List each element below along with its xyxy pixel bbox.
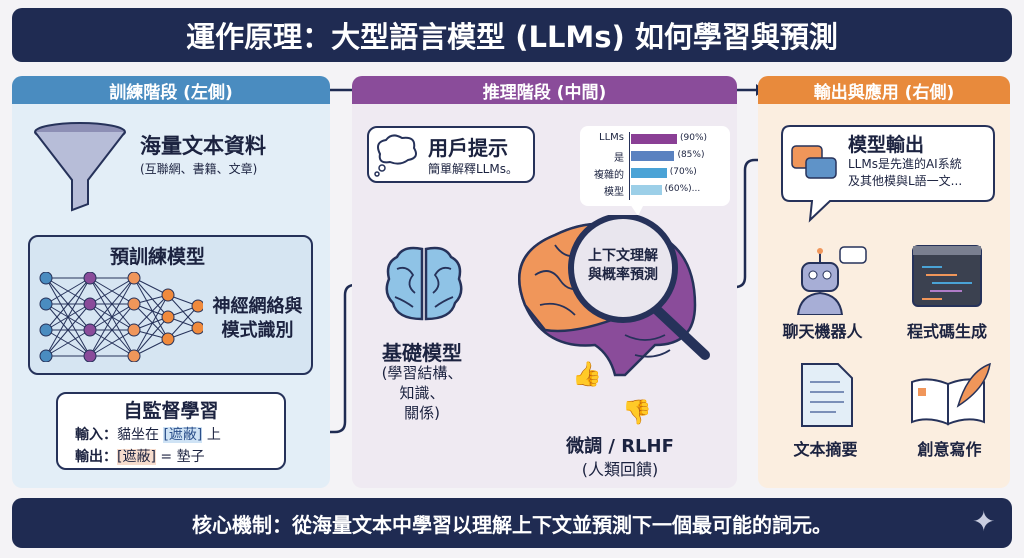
neuron-node <box>83 349 97 362</box>
output-bubble-text: LLMs是先進的AI系統及其他模與L語一文... <box>848 157 963 188</box>
neuron-node <box>83 323 97 337</box>
rlhf-title: 微調 / RLHF <box>566 436 674 457</box>
neural-network-label: 神經網絡與模式識別 <box>212 296 303 341</box>
user-prompt-title: 用戶提示 <box>428 136 508 160</box>
input-tail: 上 <box>206 427 221 443</box>
prediction-token: 是 <box>614 153 624 164</box>
pretrained-model-title: 預訓練模型 <box>110 246 206 268</box>
base-model-title: 基礎模型 <box>382 341 462 365</box>
code-window-icon <box>912 245 982 307</box>
prediction-token: 複雜的 <box>594 170 624 181</box>
book-quill-icon <box>911 362 991 426</box>
brain-magnifier-icon <box>518 215 710 377</box>
neuron-node <box>39 323 53 337</box>
neuron-node <box>191 321 203 335</box>
neuron-node <box>127 323 141 337</box>
prediction-bar <box>631 168 667 178</box>
neuron-node <box>161 310 175 324</box>
data-subtitle: (互聯網、書籍、文章) <box>140 162 258 176</box>
base-model-subtitle: (學習結構、知識、關係) <box>381 364 463 422</box>
input-example: 輸入：貓坐在 [遮蔽] 上 <box>75 424 221 444</box>
self-supervised-title: 自監督學習 <box>123 400 219 422</box>
footer-banner: 核心機制：從海量文本中學習以理解上下文並預測下一個最可能的詞元。 <box>12 498 1012 548</box>
mask-token: [遮蔽] <box>117 449 156 465</box>
prediction-token: 模型 <box>604 187 624 198</box>
pretrained-model-box <box>28 235 313 375</box>
thumbs-down-icon: 👎 <box>622 398 652 426</box>
neuron-node <box>127 349 141 362</box>
input-label: 輸入： <box>75 427 117 443</box>
output-bubble-title: 模型輸出 <box>848 134 925 156</box>
document-icon <box>801 363 853 427</box>
neuron-node <box>39 272 53 285</box>
neuron-node <box>83 272 97 285</box>
prediction-bar <box>631 134 677 144</box>
rlhf-subtitle: (人類回饋) <box>581 460 659 479</box>
output-example: 輸出：[遮蔽] = 墊子 <box>75 446 205 466</box>
neuron-node <box>161 288 175 302</box>
prediction-bar <box>631 151 675 161</box>
page-title: 運作原理：大型語言模型 (LLMs) 如何學習與預測 <box>12 8 1012 62</box>
app-label-summary: 文本摘要 <box>793 440 858 459</box>
prediction-chart: LLMs (90%) 是 (85%) 複雜的 (70%) 模型 (60%)... <box>580 126 730 206</box>
robot-icon <box>796 246 867 315</box>
prediction-pct: (70%) <box>669 167 697 177</box>
user-prompt-text: 簡單解釋LLMs。 <box>428 162 518 176</box>
magnifier-label: 上下文理解與概率預測 <box>588 248 658 283</box>
training-header: 訓練階段 (左側) <box>12 76 330 104</box>
mask-token: [遮蔽] <box>163 427 203 443</box>
prediction-pct: (60%)... <box>664 184 701 194</box>
output-label: 輸出： <box>75 449 117 465</box>
sparkle-icon: ✦ <box>972 505 996 538</box>
output-tail: = 墊子 <box>160 449 205 465</box>
funnel-icon <box>34 122 126 212</box>
neuron-node <box>39 297 53 311</box>
neuron-node <box>127 272 141 285</box>
prediction-pct: (90%) <box>680 133 708 143</box>
base-model-brain-icon <box>385 246 463 321</box>
footer-text: 核心機制：從海量文本中學習以理解上下文並預測下一個最可能的詞元。 <box>192 512 832 537</box>
output-header: 輸出與應用 (右側) <box>758 76 1010 104</box>
neuron-node <box>127 297 141 311</box>
app-label-creative-writing: 創意寫作 <box>917 440 982 459</box>
app-label-codegen: 程式碼生成 <box>906 322 987 341</box>
chart-pointer <box>630 204 644 216</box>
thought-cloud-icon <box>374 134 417 177</box>
prediction-bar <box>631 185 662 195</box>
neuron-node <box>83 297 97 311</box>
input-text: 貓坐在 <box>117 427 159 443</box>
neuron-node <box>39 349 53 362</box>
inference-header: 推理階段 (中間) <box>352 76 737 104</box>
prediction-token: LLMs <box>599 132 624 143</box>
neuron-node <box>161 332 175 346</box>
data-title: 海量文本資料 <box>140 134 266 158</box>
app-label-chatbot: 聊天機器人 <box>782 322 863 341</box>
output-bubble <box>781 125 995 223</box>
thumbs-up-icon: 👍 <box>572 360 602 388</box>
prediction-pct: (85%) <box>677 150 705 160</box>
neuron-node <box>191 299 203 313</box>
neural-network-icon <box>39 272 203 362</box>
